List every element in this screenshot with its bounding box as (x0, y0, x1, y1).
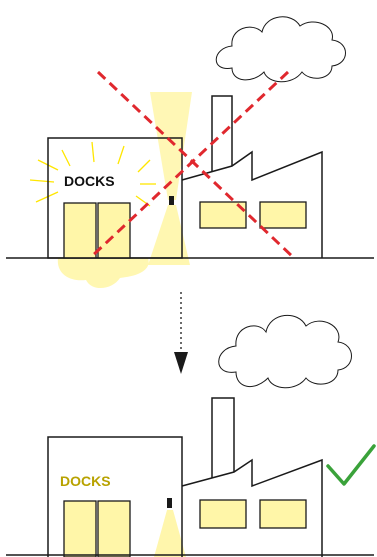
green-checkmark-icon (328, 446, 374, 484)
dock-door-right (98, 501, 130, 557)
dock-door-left (64, 203, 96, 258)
docks-sign: DOCKS (64, 173, 115, 189)
dock-door-right (98, 203, 130, 258)
docks-sign: DOCKS (60, 473, 111, 489)
before-panel: DOCKS (6, 17, 374, 288)
dock-door-left (64, 501, 96, 557)
after-panel: DOCKS (6, 315, 374, 557)
smoke-cloud-icon (216, 17, 345, 82)
red-dashed-x-icon (90, 72, 294, 258)
factory-window-right (260, 202, 306, 228)
ground-glow (58, 258, 149, 288)
dotted-down-arrow-icon (174, 292, 188, 374)
factory-chimney (212, 96, 232, 172)
smoke-cloud-icon (219, 315, 352, 387)
wall-light-fixture (167, 498, 172, 508)
wall-light-fixture (169, 196, 174, 205)
downward-light-cone (154, 510, 186, 557)
downward-light-cone (148, 205, 190, 265)
factory-window-right (260, 500, 306, 528)
factory-chimney (212, 398, 234, 478)
factory-window-left (200, 500, 246, 528)
